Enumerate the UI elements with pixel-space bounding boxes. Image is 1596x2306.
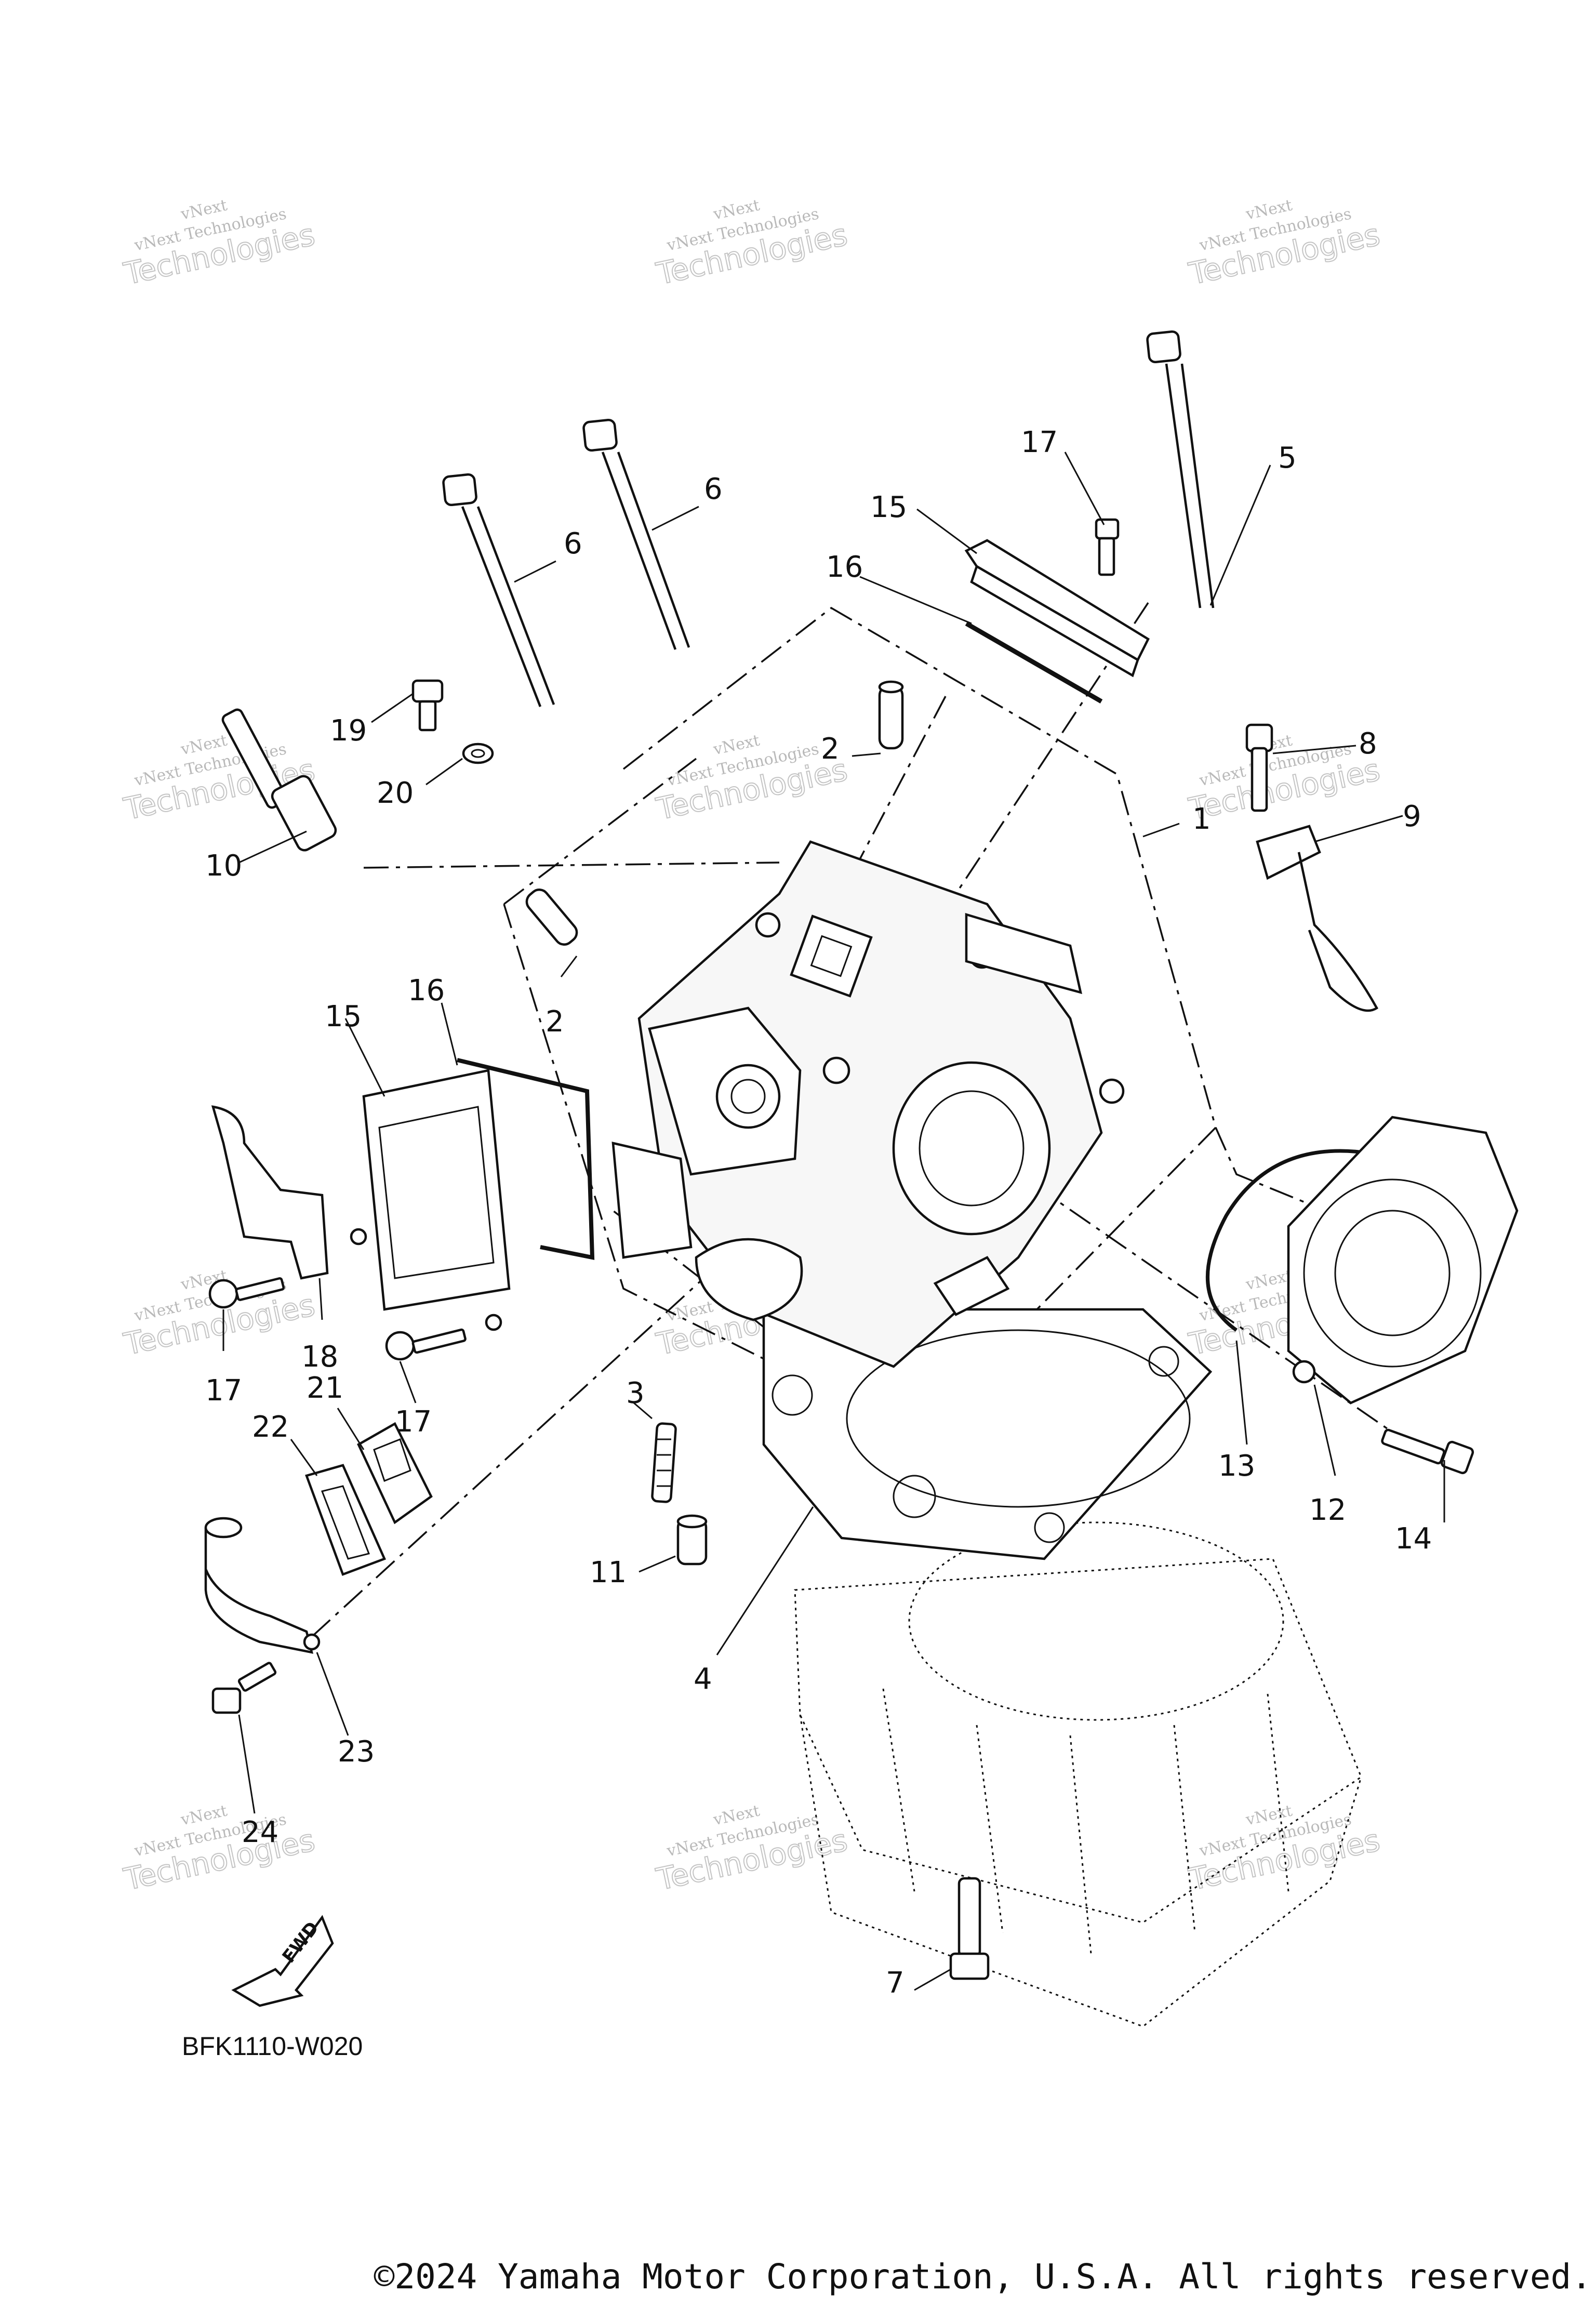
callout-label: 21 (307, 1371, 343, 1405)
dowel-pin (676, 1514, 708, 1566)
callout-label: 17 (395, 1405, 432, 1439)
bracket (211, 1105, 329, 1280)
callout-label: 18 (301, 1340, 338, 1374)
callout-label: 24 (242, 1815, 278, 1849)
valve-cover-gasket (965, 621, 1103, 704)
callout-label: 14 (1395, 1522, 1432, 1556)
washer (462, 743, 494, 764)
callout-label: 6 (704, 472, 723, 506)
diagram-code: BFK1110-W020 (182, 2032, 363, 2061)
o-ring (1206, 1149, 1372, 1332)
bolt (1245, 723, 1273, 812)
callout-label: 11 (590, 1556, 627, 1589)
valve-guide (525, 889, 578, 946)
long-bolt (1146, 330, 1215, 608)
callout-label: 1 (1192, 802, 1211, 836)
callout-label: 3 (626, 1376, 645, 1410)
callout-label: 2 (821, 732, 840, 766)
valve-guide (878, 680, 904, 750)
stud-bolt (651, 1422, 677, 1503)
spark-plug (221, 708, 337, 852)
callout-label: 4 (694, 1662, 712, 1696)
callout-label: 22 (252, 1410, 289, 1444)
bolt (385, 1328, 467, 1361)
callout-label: 15 (870, 491, 907, 524)
callout-label: 19 (330, 714, 367, 748)
callout-label: 13 (1218, 1449, 1255, 1483)
bolt (211, 1662, 277, 1714)
cylinder (794, 1521, 1362, 2027)
callout-label: 17 (1021, 426, 1058, 459)
valve-cover-gasket (457, 1058, 595, 1260)
callout-label: 15 (325, 1000, 362, 1033)
cylinder-head (611, 840, 1125, 1368)
reed-gasket (305, 1464, 387, 1576)
head-gasket (762, 1308, 1213, 1560)
callout-label: 16 (408, 974, 445, 1008)
callout-label: 12 (1309, 1493, 1346, 1527)
bolt (1095, 518, 1120, 576)
copyright-notice: ©2024 Yamaha Motor Corporation, U.S.A. A… (374, 2257, 1592, 2297)
callout-label: 17 (205, 1374, 242, 1408)
callout-label: 8 (1359, 727, 1377, 761)
callout-label: 5 (1278, 441, 1297, 475)
long-bolt (582, 418, 690, 650)
callout-label: 2 (546, 1005, 564, 1039)
forward-arrow-icon: FWD (231, 1915, 334, 2007)
air-pipe (204, 1517, 321, 1654)
valve-cover (964, 539, 1150, 678)
callout-label: 16 (826, 550, 863, 584)
intake-joint (1287, 1116, 1519, 1404)
bolt (208, 1277, 285, 1309)
valve-cover (350, 1069, 511, 1331)
callout-label: 23 (338, 1735, 375, 1769)
bolt (949, 1877, 990, 1980)
plug-bolt (411, 679, 444, 732)
bolt (1381, 1428, 1474, 1475)
callouts: 1 2 2 3 4 5 6 6 7 8 9 10 11 12 13 14 15 … (205, 426, 1432, 2000)
callout-label: 9 (1403, 800, 1421, 833)
leader-lines (222, 452, 1445, 1991)
callout-label: 7 (886, 1966, 905, 2000)
bracket (1256, 825, 1378, 1012)
callout-label: 20 (377, 776, 414, 810)
callout-label: 10 (205, 849, 242, 883)
callout-label: 6 (564, 527, 582, 561)
reed-valve (357, 1422, 433, 1525)
long-bolt (442, 473, 555, 707)
